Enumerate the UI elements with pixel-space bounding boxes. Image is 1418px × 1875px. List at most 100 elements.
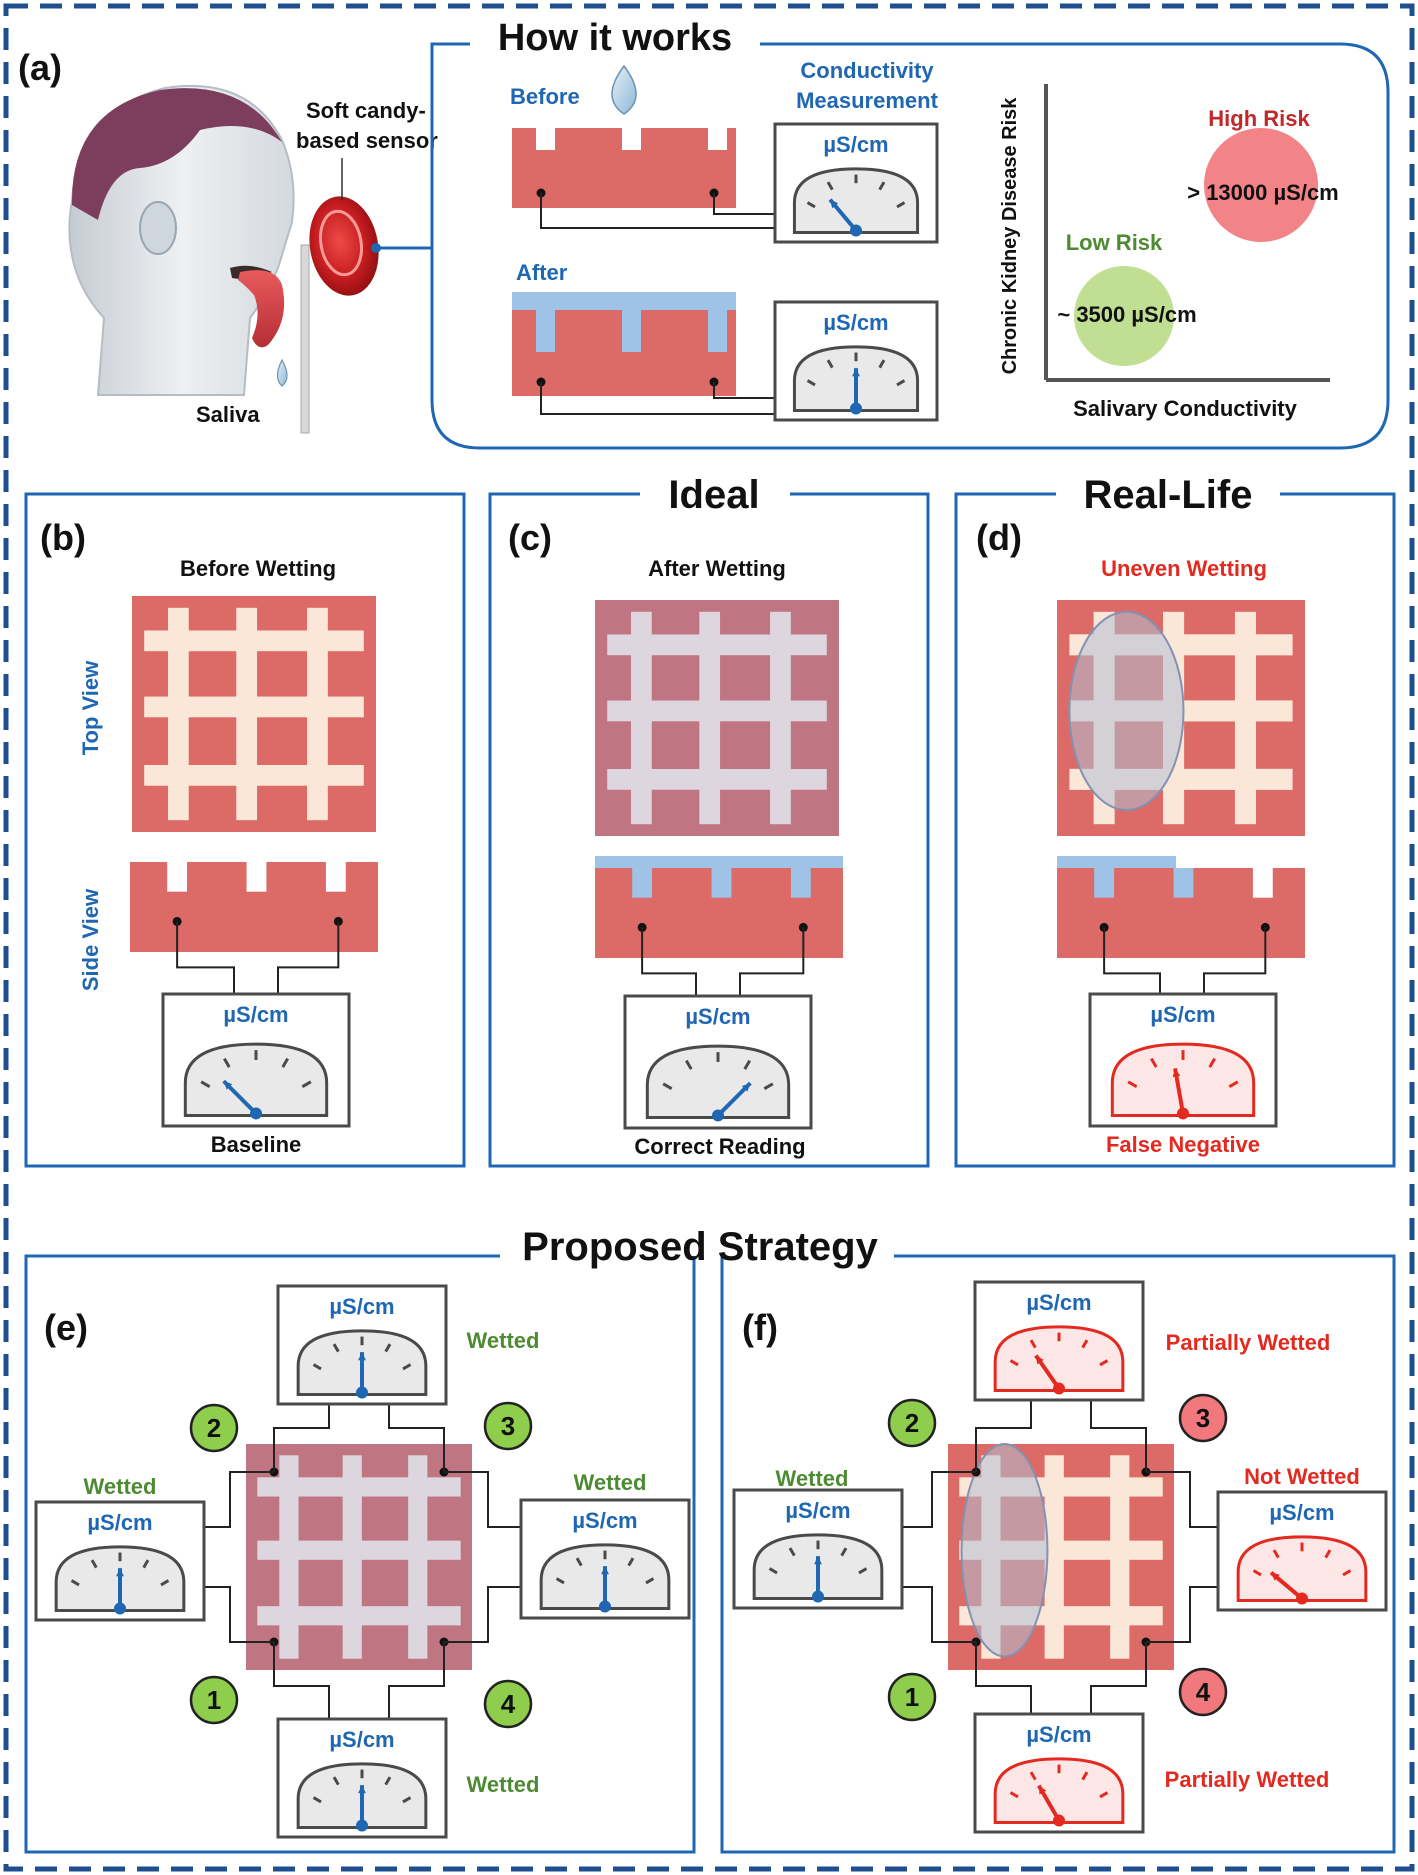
electrode-line xyxy=(607,768,827,790)
saliva-layer xyxy=(595,856,843,868)
meter-f-left: µS/cm xyxy=(732,1488,904,1610)
meter-tick xyxy=(806,201,816,209)
status-f-right: Not Wetted xyxy=(1244,1464,1360,1489)
wire xyxy=(204,1471,274,1528)
meter-tick xyxy=(142,1559,150,1569)
meter-unit: µS/cm xyxy=(223,1002,288,1027)
electrode-line xyxy=(607,634,827,656)
number-badge-icon xyxy=(189,1403,239,1453)
meter-e-bottom: µS/cm xyxy=(276,1717,448,1839)
risk-chart-xlabel: Salivary Conductivity xyxy=(1073,396,1298,421)
meter-needle-head xyxy=(358,1352,366,1361)
wire xyxy=(176,921,235,994)
meter-unit: µS/cm xyxy=(87,1510,152,1535)
meter-tick xyxy=(1029,1339,1037,1349)
meter-unit: µS/cm xyxy=(1026,1722,1091,1747)
wiring-e xyxy=(204,1404,521,1719)
meter-tick xyxy=(160,1579,170,1587)
meter-tick xyxy=(384,1776,392,1786)
meter-pivot xyxy=(599,1600,611,1613)
meter-tick xyxy=(1324,1549,1332,1559)
meter-a-before: µS/cm xyxy=(773,122,939,244)
meter-pivot xyxy=(356,1819,368,1832)
top-view-label: Top View xyxy=(78,660,103,755)
meter-pivot xyxy=(1053,1814,1065,1827)
meter-pivot xyxy=(1296,1592,1308,1605)
meter-tick xyxy=(763,1082,774,1090)
panel-b-title: Before Wetting xyxy=(180,556,336,581)
meter-tick xyxy=(1009,1791,1019,1799)
electrode-slot xyxy=(246,862,267,892)
meter-tick xyxy=(743,1059,751,1070)
meter-tick xyxy=(896,201,906,209)
meter-pivot xyxy=(850,402,862,415)
number-badge-icon xyxy=(887,1398,937,1448)
meter-needle-head xyxy=(1271,1572,1280,1581)
meter-tick xyxy=(312,1363,322,1371)
panel-a-label: (a) xyxy=(18,47,62,88)
meter-tick xyxy=(332,1343,340,1353)
meter-tick xyxy=(575,1557,583,1567)
wire xyxy=(273,1404,330,1472)
meter-tick xyxy=(896,379,906,387)
conductivity-title-line1: Conductivity xyxy=(800,58,934,83)
meter-pivot xyxy=(1053,1382,1065,1395)
badge-label: 4 xyxy=(1196,1677,1211,1707)
how-it-works-title: How it works xyxy=(498,17,732,59)
wire xyxy=(739,927,805,996)
wire xyxy=(902,1586,976,1643)
risk-chart-ylabel: Chronic Kidney Disease Risk xyxy=(999,97,1021,375)
meter-unit: µS/cm xyxy=(1026,1290,1091,1315)
meter-face xyxy=(183,1042,329,1117)
meter-needle-head xyxy=(741,1083,751,1092)
meter-tick xyxy=(826,359,834,369)
meter-tick xyxy=(402,1363,412,1371)
wire xyxy=(975,1642,1032,1714)
high-risk-circle xyxy=(1204,128,1318,242)
panel-c-label: (c) xyxy=(508,517,552,558)
panel-d-label: (d) xyxy=(976,517,1022,558)
water-drop-icon xyxy=(611,64,637,115)
badge-label: 2 xyxy=(207,1413,221,1443)
meter-tick xyxy=(645,1577,655,1585)
meter-needle-head xyxy=(1172,1068,1181,1078)
meter-tick xyxy=(402,1796,412,1804)
meter-tick xyxy=(1228,1080,1239,1088)
meter-e-top: µS/cm xyxy=(276,1284,448,1406)
status-e-top: Wetted xyxy=(467,1328,540,1353)
meter-pivot xyxy=(812,1590,824,1603)
badge-label: 2 xyxy=(905,1408,919,1438)
wire xyxy=(1103,927,1161,996)
meter-tick xyxy=(332,1776,340,1786)
meter-unit: µS/cm xyxy=(1269,1500,1334,1525)
meter-tick xyxy=(1081,1339,1089,1349)
wet-region-oval xyxy=(960,1443,1049,1658)
meter-pivot xyxy=(850,224,862,237)
meter-needle-head xyxy=(1038,1785,1047,1795)
electrode-slot xyxy=(1173,868,1194,898)
meter-unit: µS/cm xyxy=(329,1727,394,1752)
sensor-label-line1: Soft candy- xyxy=(306,98,426,123)
panel-d-title: Uneven Wetting xyxy=(1101,556,1267,581)
panel-a: (a) Saliva Soft candy- based sensor How … xyxy=(18,17,1390,450)
wire xyxy=(277,921,340,994)
meter-pivot xyxy=(250,1107,262,1120)
sensor-side-view-uneven xyxy=(1057,856,1305,996)
high-risk-label: High Risk xyxy=(1208,106,1310,131)
meter-f-top: µS/cm xyxy=(973,1280,1145,1402)
meter-face xyxy=(1236,1535,1368,1603)
meter-needle-head xyxy=(223,1081,233,1090)
wire xyxy=(204,1586,274,1643)
meter-unit: µS/cm xyxy=(1150,1002,1215,1027)
meter-tick xyxy=(301,1080,312,1088)
meter-needle-head xyxy=(830,199,839,209)
number-badge-icon xyxy=(887,1672,937,1722)
meter-tick xyxy=(1208,1057,1216,1068)
sensor-side-before xyxy=(512,128,784,229)
status-e-right: Wetted xyxy=(574,1470,647,1495)
section-title-ideal: Ideal xyxy=(668,473,759,517)
badge-label: 1 xyxy=(905,1682,919,1712)
meter-tick xyxy=(1252,1569,1262,1577)
